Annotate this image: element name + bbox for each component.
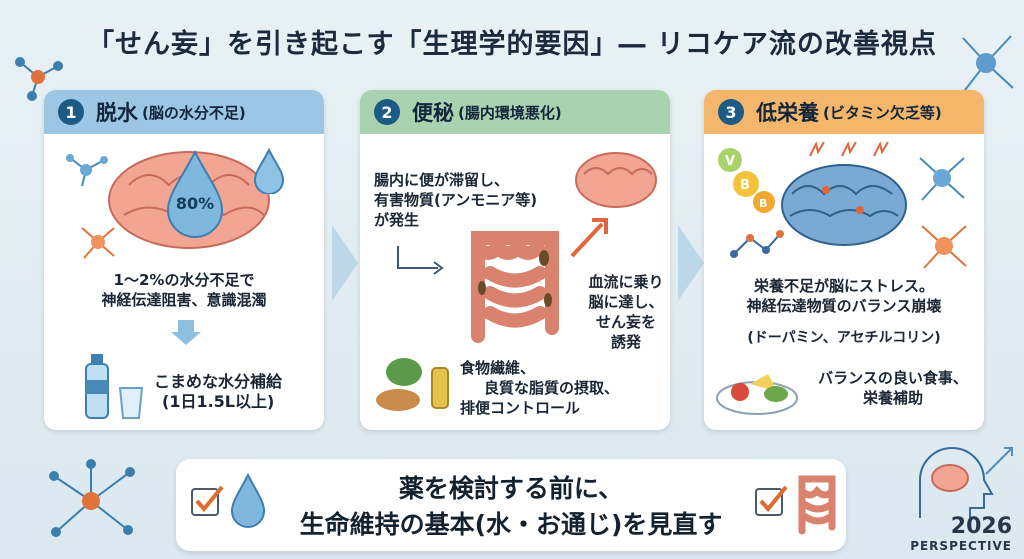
- card-header: 2 便秘 (腸内環境悪化): [360, 90, 670, 134]
- action-line: こまめな水分補給: [154, 372, 283, 391]
- description-line: が発生: [374, 211, 420, 229]
- description-line: 有害物質(アンモニア等): [374, 191, 538, 209]
- flow-line: 誘発: [610, 333, 641, 351]
- card-heading: 便秘: [412, 101, 454, 125]
- water-drop-icon: [230, 472, 266, 528]
- stress-spark-icon: [809, 141, 889, 157]
- action-line: バランスの良い食事、: [818, 369, 968, 387]
- up-arrow-icon: [570, 218, 608, 258]
- card-header: 1 脱水 (脳の水分不足): [44, 90, 324, 134]
- flow-text: 血流に乗り 脳に達し、 せん妄を 誘発: [582, 272, 670, 352]
- brain-icon: [781, 164, 907, 246]
- drop-percentage: 80%: [175, 194, 215, 213]
- card-heading: 低栄養: [756, 101, 819, 125]
- description-line: 1〜2%の水分不足で: [113, 271, 255, 289]
- description: 1〜2%の水分不足で 神経伝達阻害、意識混濁: [44, 270, 324, 310]
- intestine-icon: [798, 475, 836, 535]
- flow-arrow: [332, 225, 358, 301]
- description: 腸内に便が滞留し、 有害物質(アンモニア等) が発生: [374, 170, 594, 230]
- card-malnutrition: 3 低栄養 (ビタミン欠乏等) V B B 栄養不足が脳にストレス。 神経伝達物…: [704, 90, 984, 430]
- neuron-icon: [921, 225, 967, 269]
- neuron-icon: [919, 157, 965, 201]
- pointer-arrow-icon: [397, 246, 444, 275]
- conclusion-line-1: 薬を検討する前に、: [398, 474, 624, 503]
- action-line: (1日1.5L以上): [162, 392, 275, 411]
- action-text: バランスの良い食事、 栄養補助: [804, 368, 982, 408]
- description-line: 神経伝達阻害、意識混濁: [101, 291, 267, 309]
- action-text: 食物繊維、 良質な脂質の摂取、 排便コントロール: [460, 358, 665, 418]
- flow-line: 脳に達し、: [588, 293, 664, 311]
- card-number: 1: [58, 99, 84, 125]
- neuron-icon: [81, 227, 115, 259]
- action-text: こまめな水分補給 (1日1.5L以上): [154, 372, 319, 412]
- network-icon: [49, 459, 135, 537]
- description: 栄養不足が脳にストレス。 神経伝達物質のバランス崩壊: [704, 276, 984, 316]
- water-bottle-icon: [85, 354, 144, 419]
- flow-arrow: [678, 225, 704, 301]
- card-heading: 脱水: [96, 101, 138, 125]
- water-drop-icon: [166, 149, 224, 238]
- badge-year: 2026: [950, 514, 1012, 539]
- card-subheading: (脳の水分不足): [142, 103, 246, 122]
- molecule-icon: [730, 230, 784, 258]
- card-number: 2: [374, 99, 400, 125]
- year-badge: 2026 PERSPECTIVE: [910, 514, 1012, 553]
- card-number: 3: [718, 99, 744, 125]
- brain-icon: [575, 152, 657, 208]
- card-header: 3 低栄養 (ビタミン欠乏等): [704, 90, 984, 134]
- checkbox-checked-icon: [191, 485, 224, 516]
- vitamin-label: B: [740, 178, 750, 193]
- flow-line: せん妄を: [595, 313, 656, 331]
- action-line: 良質な脂質の摂取、: [484, 379, 620, 397]
- molecule-icon: [15, 57, 63, 101]
- conclusion-line-2: 生命維持の基本(水・お通じ)を見直す: [299, 510, 723, 539]
- description-line: 腸内に便が滞留し、: [374, 171, 510, 189]
- action-line: 食物繊維、: [460, 359, 536, 377]
- neurotransmitters: (ドーパミン、アセチルコリン): [747, 330, 941, 346]
- molecule-icon: [66, 154, 108, 187]
- page-title: 「せん妄」を引き起こす「生理学的要因」― リコケア流の改善視点: [87, 29, 937, 60]
- conclusion-panel: 薬を検討する前に、 生命維持の基本(水・お通じ)を見直す: [176, 459, 846, 551]
- vegetables-icon: [376, 358, 449, 411]
- vitamin-pills-icon: V B B: [718, 148, 775, 213]
- head-brain-icon: [919, 447, 1013, 518]
- flow-line: 血流に乗り: [588, 273, 664, 291]
- description-line: 神経伝達物質のバランス崩壊: [746, 297, 942, 315]
- card-dehydration: 1 脱水 (脳の水分不足) 80% 1〜2%の水分不足で 神経伝達阻害、意識混濁…: [44, 90, 324, 430]
- card-constipation: 2 便秘 (腸内環境悪化) 腸内に便が滞留し、 有害物質(アンモニア等) が発生…: [360, 90, 670, 430]
- neuron-icon: [962, 35, 1014, 91]
- card-subheading: (腸内環境悪化): [458, 103, 562, 122]
- small-drop-icon: [253, 148, 285, 194]
- badge-label: PERSPECTIVE: [910, 539, 1012, 553]
- intestine-icon: [471, 231, 559, 343]
- action-line: 排便コントロール: [460, 399, 581, 417]
- card-subheading: (ビタミン欠乏等): [823, 103, 942, 122]
- food-plate-icon: [716, 374, 798, 415]
- vitamin-label: V: [725, 154, 735, 169]
- description-line: 栄養不足が脳にストレス。: [753, 277, 934, 295]
- down-arrow-icon: [171, 320, 201, 345]
- action-line: 栄養補助: [862, 389, 923, 407]
- checkbox-checked-icon: [755, 485, 788, 516]
- vitamin-label: B: [759, 197, 767, 210]
